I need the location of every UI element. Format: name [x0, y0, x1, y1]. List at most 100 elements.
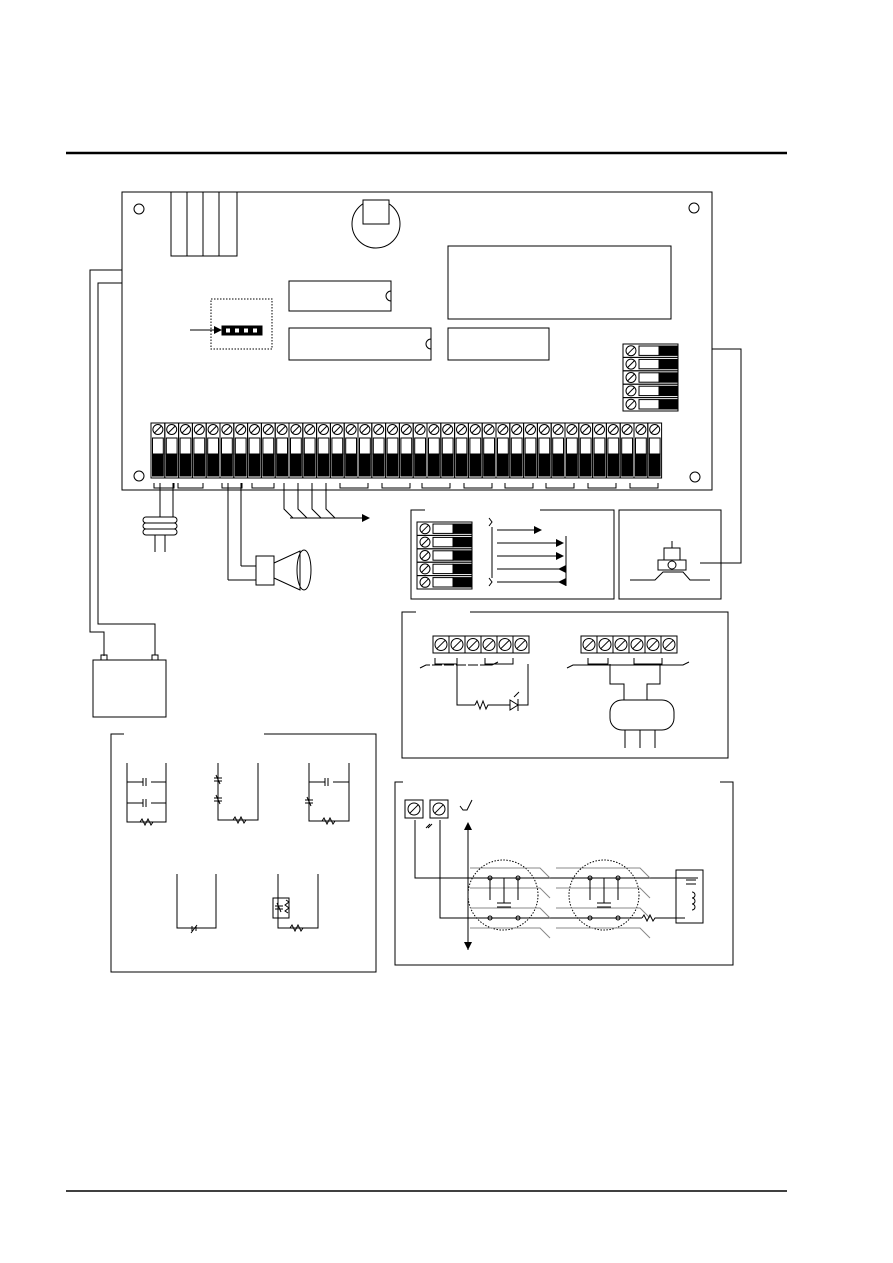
jumper-pin — [235, 328, 239, 333]
zone-example-single-nc — [176, 874, 217, 934]
led-wiring-box — [401, 610, 729, 759]
keypad-terminal — [464, 635, 482, 654]
dip-switch-onboard-position — [622, 383, 679, 399]
zone-wires — [283, 483, 370, 522]
terminal — [592, 422, 607, 479]
keypad-terminal — [512, 635, 530, 654]
keypad-connector — [609, 664, 675, 748]
dip-switch-detail-position — [416, 534, 473, 550]
terminal — [316, 422, 331, 479]
zone-example-mixed — [305, 763, 350, 826]
keypad-terminal — [644, 635, 662, 654]
zone-wiring-examples-box — [110, 732, 377, 973]
terminal — [178, 422, 193, 479]
terminal — [647, 422, 663, 479]
keypad-terminal — [496, 635, 514, 654]
terminal — [343, 422, 359, 479]
dip-switch-onboard-position — [622, 370, 679, 385]
jumper-block — [190, 298, 273, 350]
terminal — [150, 422, 166, 479]
terminal — [357, 422, 373, 479]
terminal — [619, 422, 635, 479]
terminal — [564, 422, 580, 479]
terminal — [578, 422, 594, 479]
battery-icon — [89, 269, 167, 718]
mounting-hole-bottom-right — [689, 471, 701, 483]
keypad-terminal — [580, 635, 598, 654]
control-panel-board — [121, 191, 713, 491]
terminal — [426, 422, 442, 479]
jumper-pin — [244, 328, 248, 333]
terminal — [288, 422, 304, 479]
terminal — [191, 422, 207, 479]
terminal — [440, 422, 456, 479]
terminal — [550, 422, 566, 479]
jumper-pin — [253, 328, 257, 333]
dip-switch-onboard-position — [622, 343, 679, 358]
smoke-terminal — [404, 799, 424, 819]
terminal — [633, 422, 649, 479]
terminal — [605, 422, 621, 479]
terminal — [205, 422, 221, 479]
dip-switch-onboard — [622, 343, 679, 412]
terminal — [385, 422, 400, 479]
ic-chip-small — [288, 280, 392, 312]
terminal — [260, 422, 276, 479]
keypad-terminal — [596, 635, 614, 654]
terminal — [523, 422, 538, 479]
keypad-terminal — [628, 635, 646, 654]
jumper-pin — [226, 328, 230, 333]
terminal — [467, 422, 483, 479]
zone-example-no-contacts — [126, 763, 167, 827]
keypad-terminal — [612, 635, 630, 654]
keypad-terminal — [660, 635, 678, 654]
keypad-terminal — [480, 635, 498, 654]
led-resistor-circuit — [456, 664, 529, 711]
terminal — [509, 422, 525, 479]
siren-icon — [227, 483, 312, 591]
terminal — [274, 422, 290, 479]
zone-example-nc-resistor — [272, 874, 319, 933]
dip-switch-detail-position — [416, 548, 473, 563]
terminal — [219, 422, 235, 479]
terminal-strip — [150, 422, 663, 479]
smoke-detector-1 — [467, 859, 539, 931]
dip-switch-detail-position — [416, 575, 473, 590]
display-module — [447, 245, 672, 320]
dip-switch-detail-box — [410, 508, 615, 600]
dip-switch-onboard-position — [622, 397, 679, 412]
dip-switch-detail-position — [416, 521, 473, 536]
tamper-switch-box — [618, 348, 742, 600]
heat-sink — [170, 191, 238, 257]
dip-switch-detail-position — [416, 561, 473, 577]
mounting-hole-bottom-left — [133, 470, 145, 482]
terminal — [329, 422, 345, 479]
smoke-terminal — [429, 799, 449, 819]
zone-example-nc-series — [214, 763, 259, 825]
mounting-hole-top-right — [688, 202, 700, 214]
terminal — [233, 422, 249, 479]
smoke-detector-2 — [568, 859, 640, 931]
terminal — [481, 422, 497, 479]
smoke-detector-wiring-box — [394, 780, 734, 966]
ic-chip-right — [447, 327, 550, 361]
ic-chip-long — [288, 327, 432, 361]
terminal — [536, 422, 552, 479]
terminal — [454, 422, 469, 479]
terminal-brackets — [153, 483, 659, 489]
terminal — [164, 422, 180, 479]
keypad-terminal — [448, 635, 466, 654]
terminal — [495, 422, 511, 479]
mounting-hole-top-left — [133, 203, 145, 215]
terminal — [412, 422, 428, 479]
buzzer-component — [351, 199, 401, 249]
dip-switch-onboard-position — [622, 356, 679, 372]
dip-switch-arrows — [497, 526, 567, 586]
terminal — [302, 422, 318, 479]
terminal — [398, 422, 414, 479]
terminal — [371, 422, 387, 479]
keypad-terminal — [432, 635, 450, 654]
transformer-icon — [142, 483, 178, 552]
terminal — [247, 422, 262, 479]
